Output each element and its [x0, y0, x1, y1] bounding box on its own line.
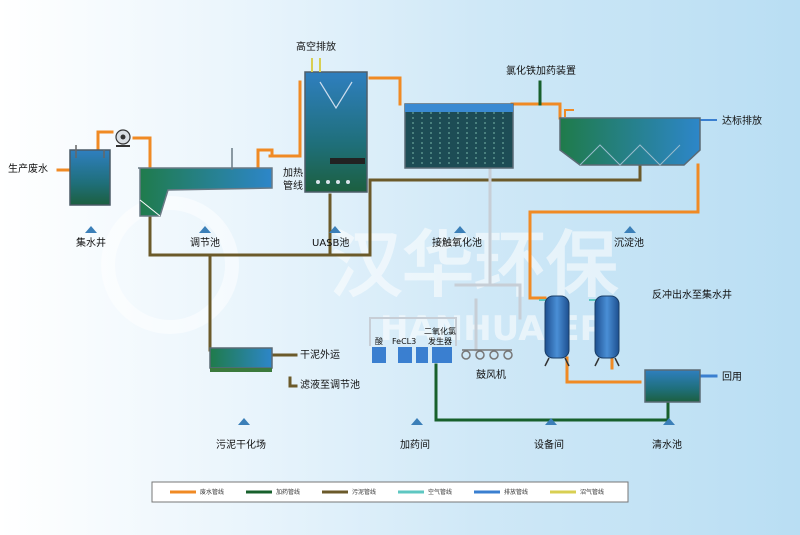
label-regulating-tank: 调节池	[190, 236, 220, 249]
legend-box	[151, 481, 629, 503]
pipe-filtrate	[288, 376, 298, 388]
pipe-uasb-to-contact	[368, 76, 402, 106]
label-reuse: 回用	[722, 371, 742, 383]
dosing-tanks	[372, 347, 452, 363]
label-sludge-drying-field: 污泥干化场	[216, 438, 266, 451]
contact-oxidation-tank	[404, 103, 514, 169]
label-compliant-discharge: 达标排放	[722, 114, 762, 127]
filter-tanks	[544, 295, 620, 367]
pipe-sludge-contact	[368, 178, 642, 257]
label-sedimentation: 沉淀池	[614, 236, 644, 249]
legend-label-3: 空气管线	[428, 488, 452, 496]
labels: 生产废水 集水井 调节池 UASB池 高空排放 加热 管线 氯化铁加药装置 接触…	[8, 40, 762, 451]
legend-label-4: 排放管线	[504, 488, 528, 496]
filter-tank-2	[594, 295, 620, 359]
unit-markers	[85, 226, 675, 425]
label-dosing-room: 加药间	[400, 438, 430, 451]
pipe-pump-to-tank	[132, 136, 152, 170]
label-blower: 鼓风机	[476, 368, 506, 381]
label-production-wastewater: 生产废水	[8, 162, 48, 175]
legend-label-5: 沼气管线	[580, 488, 604, 496]
legend-label-1: 加药管线	[276, 488, 300, 496]
watermark: 汉华环保 HANHUA EP	[101, 196, 619, 349]
pipe-dosing-clear	[434, 363, 670, 422]
legend: 废水管线 加药管线 污泥管线 空气管线 排放管线 沼气管线	[151, 481, 629, 503]
label-high-discharge: 高空排放	[296, 40, 336, 53]
legend-label-0: 废水管线	[200, 488, 224, 496]
label-equipment-room: 设备间	[534, 438, 564, 451]
clear-water-tank	[644, 369, 701, 403]
label-ferric-dosing: 氯化铁加药装置	[506, 64, 576, 77]
blower-icon	[461, 349, 513, 360]
pipe-to-uasb	[268, 80, 302, 158]
legend-label-2: 污泥管线	[352, 488, 376, 496]
filter-tank-1	[544, 295, 570, 359]
sedimentation-tank	[559, 117, 701, 166]
acid-tank-icon	[372, 347, 386, 363]
pipe-regulating-out	[256, 148, 274, 172]
sludge-drying-field	[209, 347, 273, 372]
pump-icon	[115, 129, 131, 147]
label-acid: 酸	[375, 336, 383, 346]
pipe-air-main	[454, 283, 522, 320]
pipe-well-to-pump	[96, 130, 114, 152]
label-heating-pipe-1: 加热	[283, 166, 303, 179]
pipe-contact-to-sed	[510, 102, 562, 120]
label-contact-oxidation: 接触氧化池	[432, 236, 482, 249]
label-backwash-return: 反冲出水至集水井	[652, 288, 732, 301]
pipe-air-dosing	[369, 317, 457, 346]
uasb-tank	[304, 58, 368, 193]
pipe-sed-inlet	[564, 109, 574, 117]
watermark-cn: 汉华环保	[330, 223, 619, 307]
watermark-logo-icon	[101, 196, 239, 334]
label-collection-well: 集水井	[76, 236, 106, 249]
label-dry-sludge-out: 干泥外运	[300, 348, 340, 361]
label-chlorine-dioxide-2: 发生器	[428, 336, 452, 346]
collection-well	[69, 145, 111, 206]
pipe-sed-to-filter	[528, 163, 700, 300]
regulating-tank	[138, 148, 273, 217]
pipe-filter-to-clear	[565, 356, 642, 384]
label-clear-water-tank: 清水池	[652, 438, 682, 451]
label-uasb-tank: UASB池	[312, 236, 349, 249]
label-heating-pipe-2: 管线	[283, 179, 303, 192]
fecl3-tank-icon	[398, 347, 412, 363]
pipe-sludge-main	[148, 214, 372, 257]
label-fecl3: FeCL3	[392, 337, 416, 346]
label-filtrate-return: 滤液至调节池	[300, 378, 360, 391]
chlorine-generator-icon	[432, 347, 452, 363]
label-chlorine-dioxide-1: 二氧化氯	[424, 326, 456, 336]
